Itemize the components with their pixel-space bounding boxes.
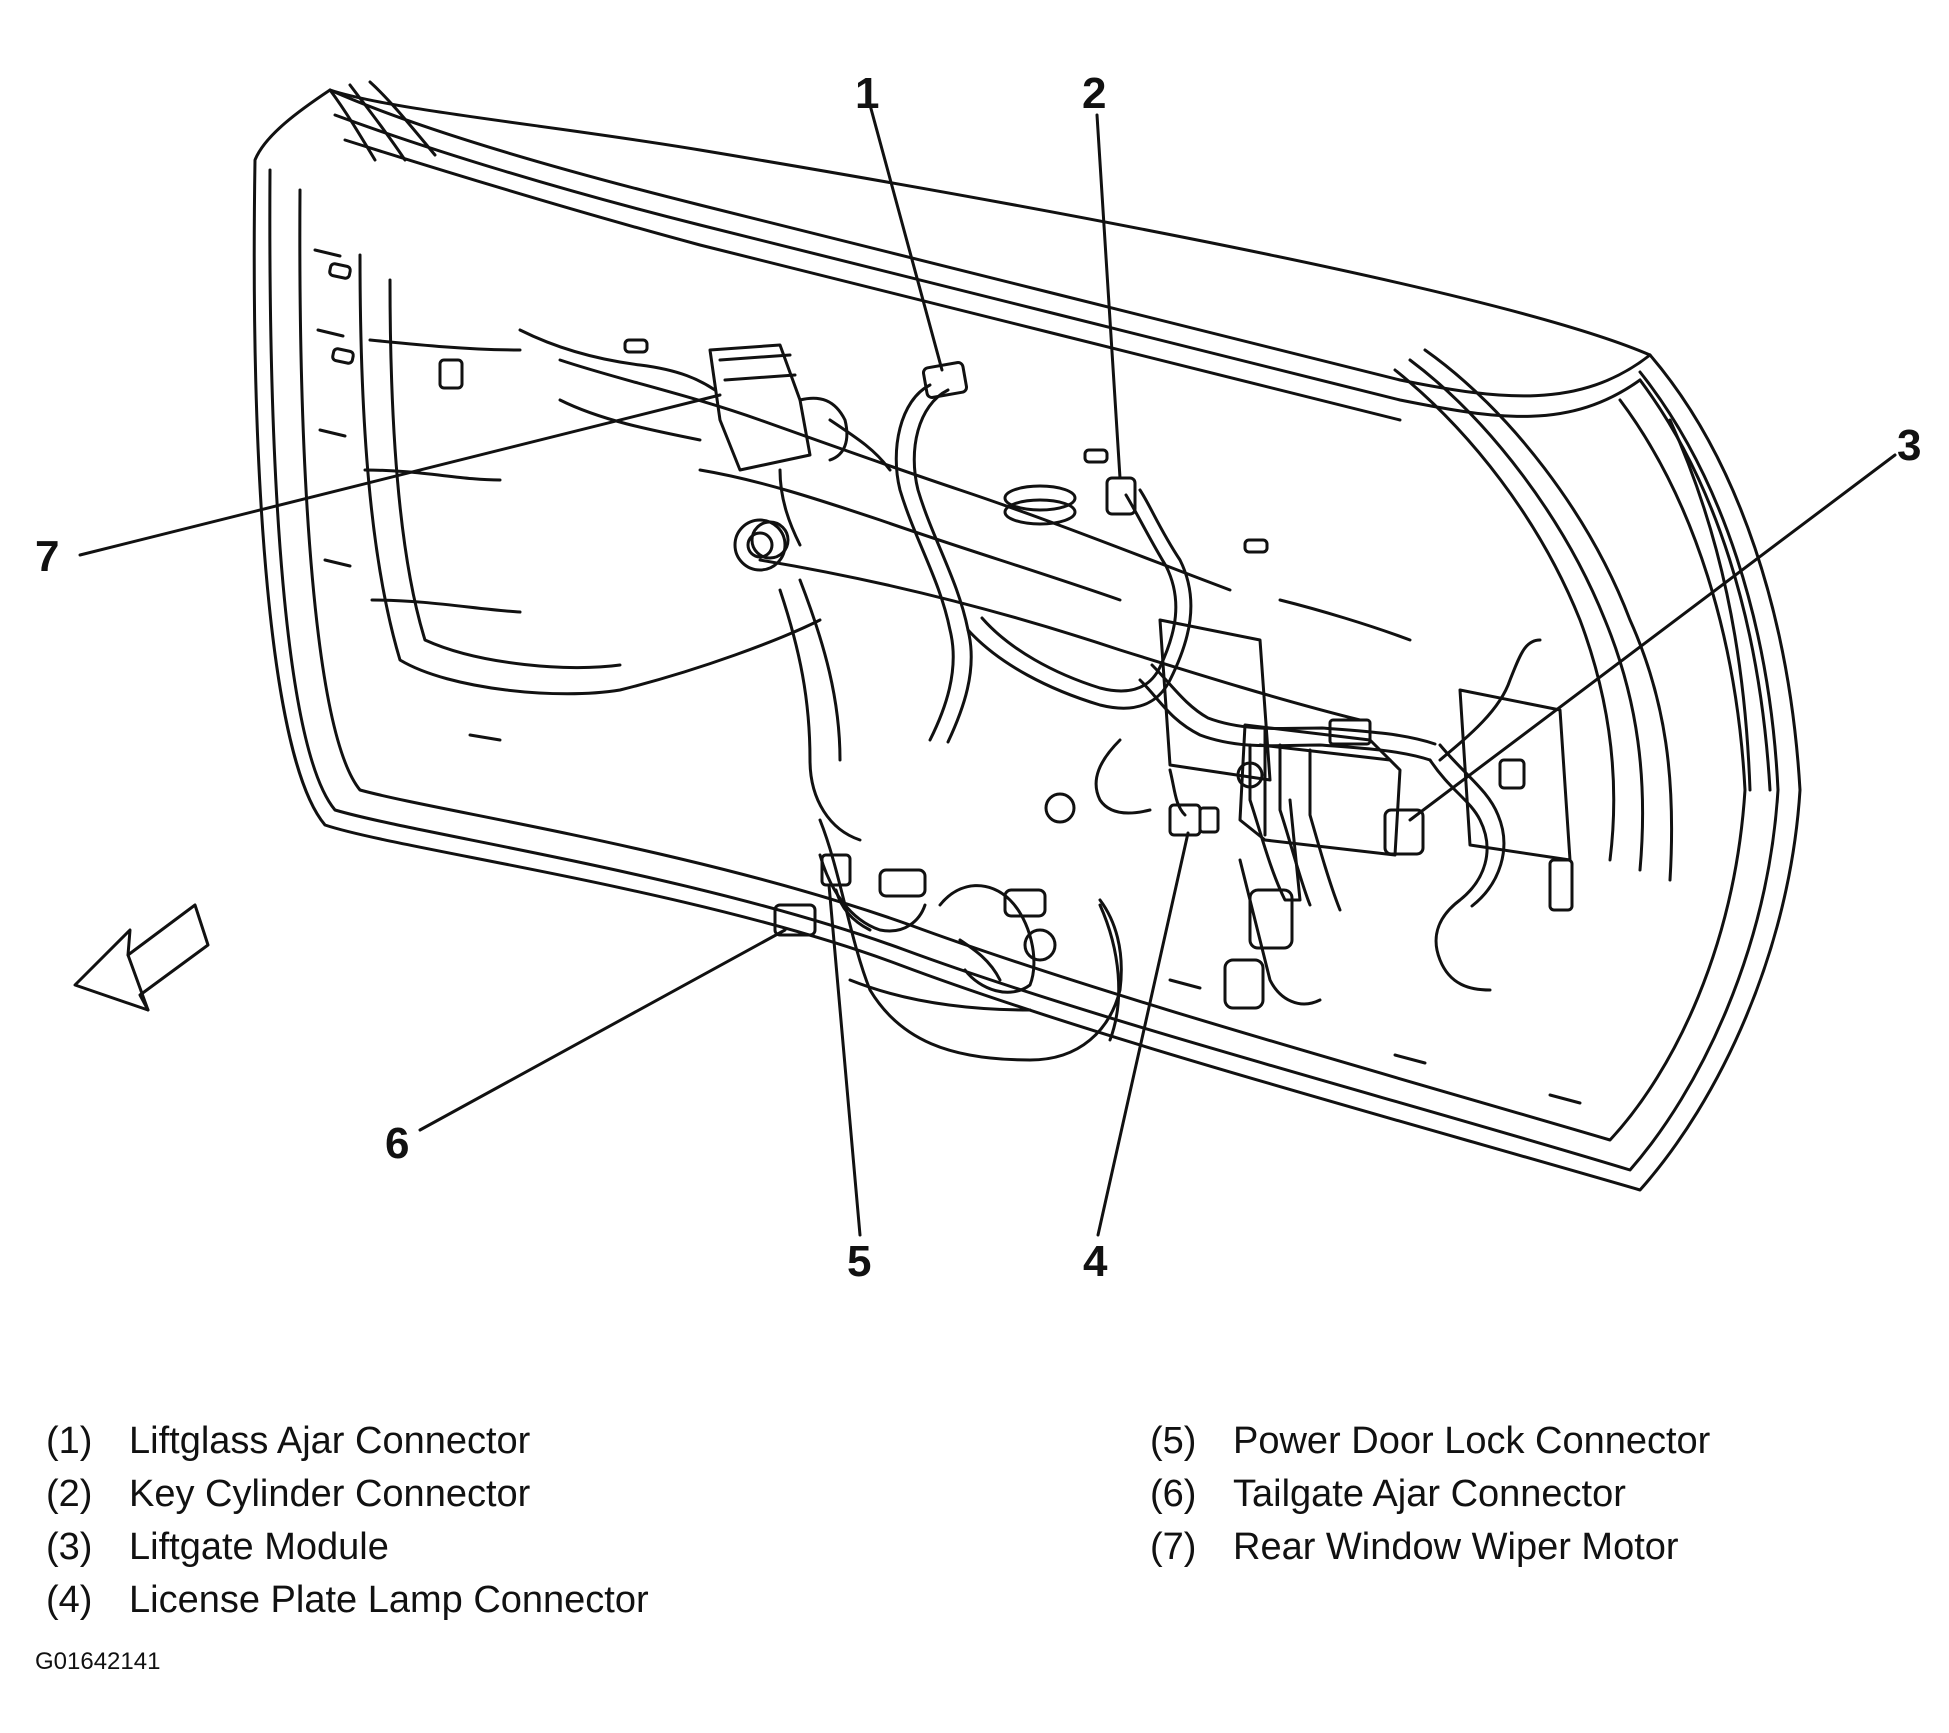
legend-label: Power Door Lock Connector (1233, 1420, 1711, 1462)
legend-label: Liftglass Ajar Connector (129, 1420, 531, 1462)
callout-4: 4 (1083, 1237, 1108, 1286)
legend-key: (2) (46, 1473, 93, 1515)
legend-item: (2) Key Cylinder Connector (46, 1468, 649, 1521)
latch-assembly (818, 818, 1123, 1062)
legend-item: (7) Rear Window Wiper Motor (1150, 1521, 1710, 1574)
legend-left-column: (1) Liftglass Ajar Connector (2) Key Cyl… (46, 1415, 649, 1627)
legend-key: (1) (46, 1420, 93, 1462)
liftgate-panel (252, 80, 1802, 1192)
legend-key: (7) (1150, 1526, 1197, 1568)
legend-item: (1) Liftglass Ajar Connector (46, 1415, 649, 1468)
legend-label: Liftgate Module (129, 1526, 389, 1568)
module-cluster (1223, 743, 1342, 1010)
connectors (773, 361, 1425, 937)
legend-key: (3) (46, 1526, 93, 1568)
callout-2: 2 (1082, 69, 1107, 118)
liftgate-wiring-diagram (73, 80, 1897, 1237)
callout-6: 6 (385, 1119, 410, 1168)
legend-key: (5) (1150, 1420, 1197, 1462)
legend-key: (6) (1150, 1473, 1197, 1515)
legend-right-column: (5) Power Door Lock Connector (6) Tailga… (1150, 1415, 1710, 1574)
liftgate-outer-edge (252, 88, 1802, 1192)
legend-item: (5) Power Door Lock Connector (1150, 1415, 1710, 1468)
callout-7: 7 (35, 532, 60, 581)
legend-label: License Plate Lamp Connector (129, 1579, 649, 1621)
legend-item: (4) License Plate Lamp Connector (46, 1574, 649, 1627)
front-direction-arrow-icon (73, 903, 210, 1012)
wiring-harness (818, 383, 1542, 992)
callout-1: 1 (855, 69, 880, 118)
liftgate-module-shape (1238, 718, 1402, 857)
leader-lines (78, 103, 1897, 1237)
legend-label: Tailgate Ajar Connector (1233, 1473, 1626, 1515)
legend-label: Key Cylinder Connector (129, 1473, 531, 1515)
legend-item: (3) Liftgate Module (46, 1521, 649, 1574)
legend-label: Rear Window Wiper Motor (1233, 1526, 1679, 1568)
figure-id: G01642141 (35, 1648, 161, 1675)
legend-item: (6) Tailgate Ajar Connector (1150, 1468, 1710, 1521)
callout-5: 5 (847, 1237, 872, 1286)
callout-3: 3 (1897, 421, 1922, 470)
wiper-motor-shape (708, 343, 892, 572)
inner-panel (328, 253, 1574, 912)
legend-key: (4) (46, 1579, 93, 1621)
